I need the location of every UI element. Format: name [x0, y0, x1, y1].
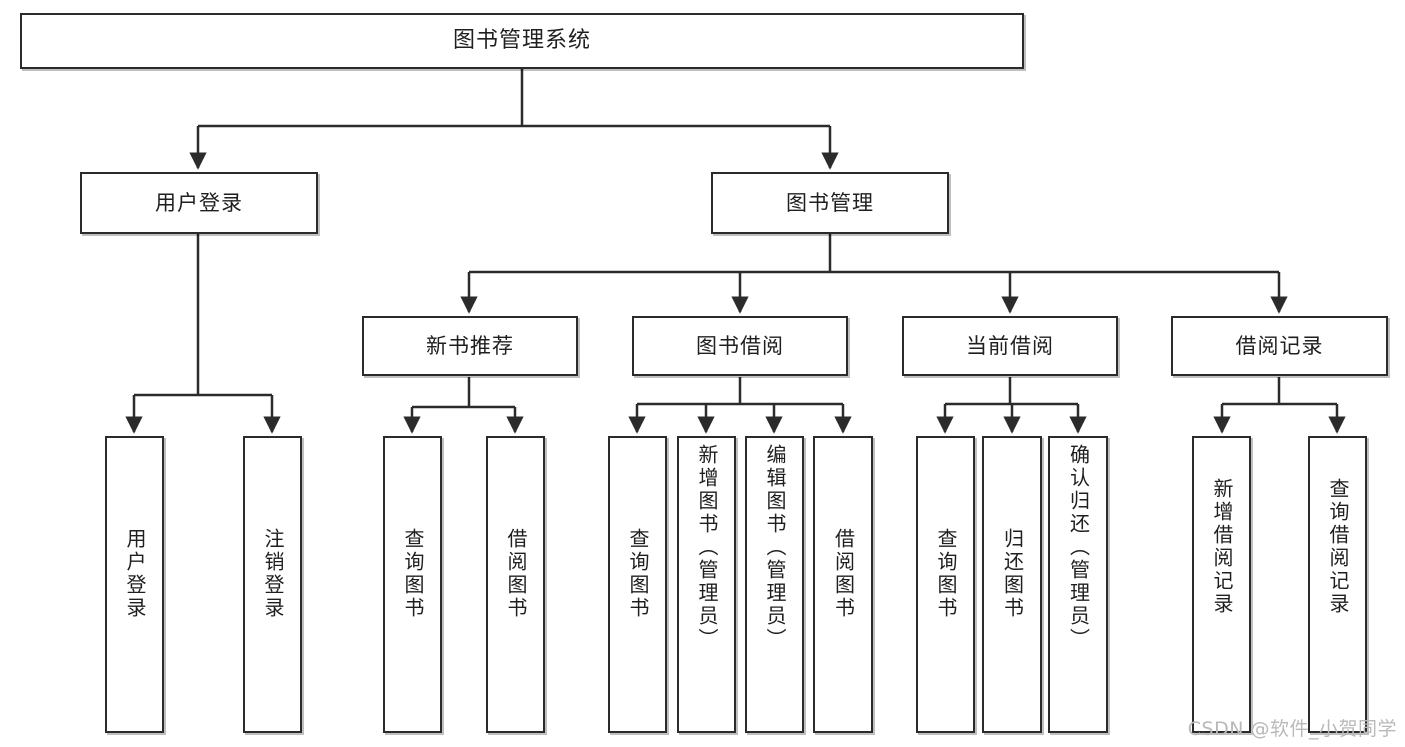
node-current-borrow[interactable]: 当前借阅 [902, 316, 1118, 376]
node-label: 借阅图书 [504, 528, 528, 620]
node-leaf-return-book[interactable]: 归还图书 [982, 436, 1042, 733]
node-book-borrow[interactable]: 图书借阅 [632, 316, 848, 376]
node-label: 借阅记录 [1235, 333, 1324, 358]
node-label: 查询图书 [934, 528, 958, 620]
node-label: 当前借阅 [966, 333, 1054, 358]
node-leaf-user-login[interactable]: 用户登录 [105, 436, 164, 733]
node-borrow-record[interactable]: 借阅记录 [1171, 316, 1388, 376]
node-label: 查询图书 [626, 528, 650, 620]
node-label: 新增借阅记录 [1210, 478, 1234, 616]
node-leaf-user-logout[interactable]: 注销登录 [243, 436, 302, 733]
node-leaf-query-book-3[interactable]: 查询图书 [916, 436, 975, 733]
node-label: 图书管理 [786, 190, 874, 215]
node-leaf-add-book[interactable]: 新增图书（管理员） [677, 436, 736, 733]
node-leaf-query-book-1[interactable]: 查询图书 [383, 436, 442, 733]
node-leaf-confirm-return[interactable]: 确认归还（管理员） [1048, 436, 1108, 733]
node-label: 查询图书 [401, 528, 425, 620]
node-label: 图书管理系统 [452, 28, 591, 54]
node-leaf-borrow-book-2[interactable]: 借阅图书 [813, 436, 873, 733]
node-leaf-query-book-2[interactable]: 查询图书 [608, 436, 667, 733]
node-label: 用户登录 [155, 190, 243, 215]
node-label: 归还图书 [1000, 528, 1025, 620]
node-label: 确认归还（管理员） [1066, 444, 1091, 651]
node-label: 图书借阅 [696, 333, 784, 358]
node-label: 注销登录 [261, 528, 285, 620]
node-label: 借阅图书 [831, 528, 856, 620]
node-label: 新增图书（管理员） [695, 444, 719, 651]
node-book-manage[interactable]: 图书管理 [711, 172, 949, 234]
node-leaf-edit-book[interactable]: 编辑图书（管理员） [745, 436, 804, 733]
node-label: 查询借阅记录 [1326, 478, 1350, 616]
node-label: 新书推荐 [426, 333, 514, 358]
node-label: 用户登录 [123, 528, 147, 620]
watermark: CSDN @软件_小贺同学 [1187, 718, 1397, 740]
node-new-book-recommend[interactable]: 新书推荐 [362, 316, 578, 376]
node-leaf-query-record[interactable]: 查询借阅记录 [1308, 436, 1367, 733]
node-user-login[interactable]: 用户登录 [80, 172, 318, 234]
node-leaf-borrow-book-1[interactable]: 借阅图书 [486, 436, 545, 733]
node-label: 编辑图书（管理员） [763, 444, 787, 651]
node-leaf-add-record[interactable]: 新增借阅记录 [1192, 436, 1251, 733]
node-root-book-management-system[interactable]: 图书管理系统 [20, 13, 1024, 69]
